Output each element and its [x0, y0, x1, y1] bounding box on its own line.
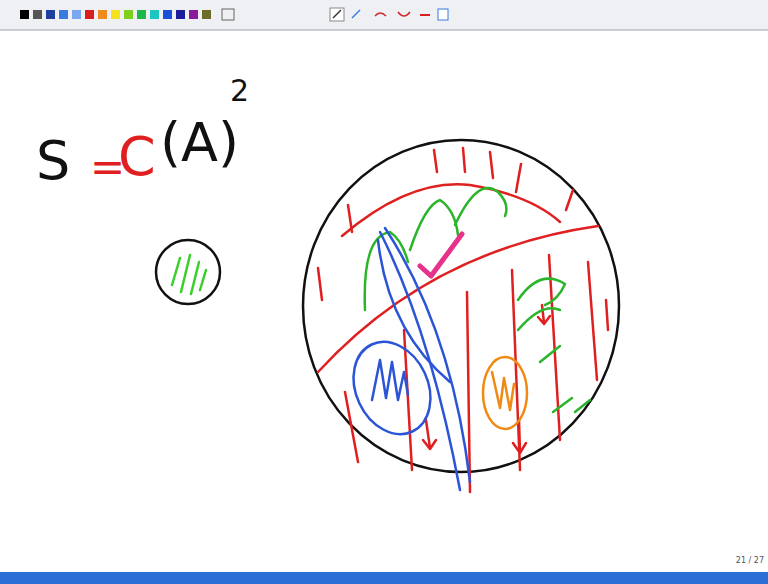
page-number: 21 / 27	[736, 557, 764, 565]
sketch-strokes	[156, 140, 619, 492]
formula-symbol: S	[36, 134, 70, 188]
status-bar	[0, 572, 768, 584]
formula-symbol: C	[118, 130, 156, 184]
formula-symbol: (A)	[160, 116, 239, 170]
formula-exponent: 2	[230, 76, 249, 106]
toolbar	[0, 0, 768, 30]
